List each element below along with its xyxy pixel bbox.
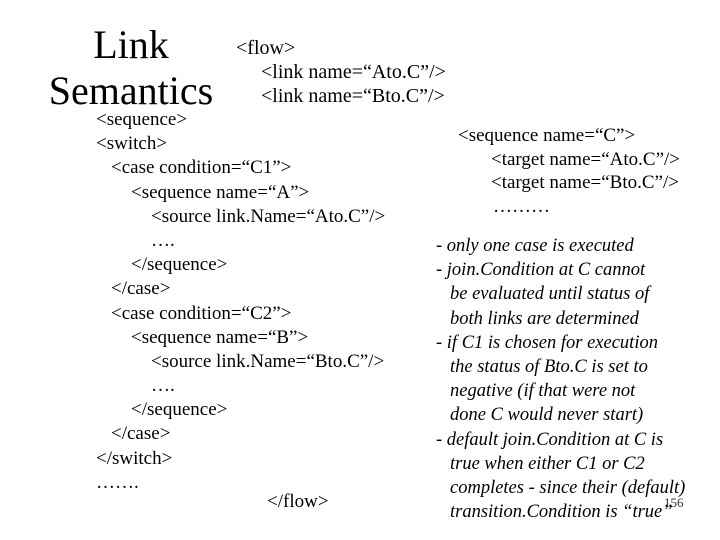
code-line: </sequence> bbox=[131, 399, 228, 421]
link-declaration: <link name=“Bto.C”/> bbox=[261, 85, 445, 107]
code-line: </switch> bbox=[96, 447, 173, 469]
flow-close-tag: </flow> bbox=[267, 491, 329, 512]
note-continuation-line: be evaluated until status of bbox=[450, 284, 650, 305]
note-bullet-line: - only one case is executed bbox=[436, 236, 634, 256]
code-line: <case condition=“C2”> bbox=[111, 302, 292, 324]
target-declaration: <target name=“Ato.C”/> bbox=[491, 148, 681, 170]
note-continuation-line: true when either C1 or C2 bbox=[450, 453, 645, 474]
note-bullet-line: - join.Condition at C cannot bbox=[436, 260, 646, 281]
flow-declaration: <flow> <link name=“Ato.C”/> <link name=“… bbox=[236, 36, 446, 108]
code-line: <switch> bbox=[96, 133, 168, 155]
semantics-notes: - only one case is executed - join.Condit… bbox=[436, 234, 685, 524]
code-line: ……. bbox=[96, 471, 139, 493]
note-continuation-line: negative (if that were not bbox=[450, 381, 636, 402]
sequence-c-ellipsis: ……… bbox=[493, 195, 550, 217]
page-number: 156 bbox=[664, 495, 684, 510]
title-line-2: Semantics bbox=[48, 68, 214, 113]
code-line: <case condition=“C1”> bbox=[111, 157, 292, 179]
code-line: <sequence> bbox=[96, 109, 188, 130]
code-line: </case> bbox=[111, 278, 171, 300]
code-line: …. bbox=[151, 375, 175, 397]
sequence-c-open-tag: <sequence name=“C”> bbox=[458, 125, 636, 146]
note-continuation-line: completes - since their (default) bbox=[450, 477, 686, 498]
flow-open-tag: <flow> bbox=[236, 37, 296, 59]
code-line: </sequence> bbox=[131, 254, 228, 276]
sequence-c-code-block: <sequence name=“C”> <target name=“Ato.C”… bbox=[458, 124, 680, 218]
code-line: …. bbox=[151, 229, 175, 251]
note-continuation-line: both links are determined bbox=[450, 308, 639, 329]
target-declaration: <target name=“Bto.C”/> bbox=[491, 172, 679, 193]
note-bullet-line: - if C1 is chosen for execution bbox=[436, 332, 658, 353]
link-declaration: <link name=“Ato.C”/> bbox=[261, 61, 446, 83]
note-continuation-line: done C would never start) bbox=[450, 405, 644, 426]
title-line-1: Link bbox=[93, 22, 169, 67]
note-bullet-line: - default join.Condition at C is bbox=[436, 429, 664, 450]
code-line: <source link.Name=“Ato.C”/> bbox=[151, 205, 386, 227]
note-continuation-line: the status of Bto.C is set to bbox=[450, 356, 648, 377]
switch-code-block: <sequence><switch><case condition=“C1”><… bbox=[96, 108, 385, 495]
code-line: </case> bbox=[111, 423, 171, 445]
code-line: <sequence name=“A”> bbox=[131, 181, 310, 203]
slide-title: Link Semantics bbox=[36, 22, 226, 114]
note-continuation-line: transition.Condition is “true” bbox=[450, 502, 673, 523]
code-line: <source link.Name=“Bto.C”/> bbox=[151, 350, 385, 372]
code-line: <sequence name=“B”> bbox=[131, 326, 309, 348]
